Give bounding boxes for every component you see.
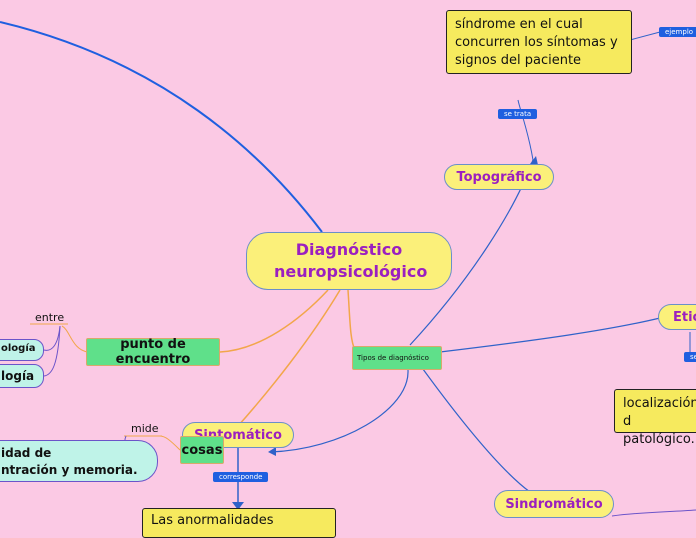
cyan-node-c[interactable]: idad de ntración y memoria. bbox=[0, 440, 158, 482]
tag-ejemplo: ejemplo bbox=[659, 27, 696, 37]
cyan-node-a[interactable]: ología bbox=[0, 339, 44, 361]
topic-etiologico[interactable]: Etio bbox=[658, 304, 696, 330]
tipos-diagnostico-node[interactable]: Tipos de diagnóstico bbox=[352, 346, 442, 370]
tag-se-trata: se trata bbox=[498, 109, 538, 119]
label-entre: entre bbox=[35, 311, 65, 324]
cyan-node-b[interactable]: logía bbox=[0, 364, 44, 388]
tag-corresponde: corresponde bbox=[213, 472, 269, 482]
punto-encuentro-node[interactable]: punto de encuentro bbox=[86, 337, 220, 367]
cosas-node[interactable]: cosas bbox=[180, 436, 224, 464]
topic-topografico[interactable]: Topográfico bbox=[444, 164, 554, 190]
central-topic[interactable]: Diagnóstico neuropsicológico bbox=[246, 232, 452, 290]
note-sindrome: síndrome en el cual concurren los síntom… bbox=[446, 10, 632, 74]
label-mide: mide bbox=[131, 422, 159, 435]
tag-se: se bbox=[684, 352, 696, 362]
note-anormalidades: Las anormalidades bbox=[142, 508, 336, 538]
note-localizacion: localización d patológico. bbox=[614, 389, 696, 447]
central-topic-label: Diagnóstico neuropsicológico bbox=[274, 240, 428, 281]
topic-sindromatico[interactable]: Sindromático bbox=[494, 490, 614, 518]
